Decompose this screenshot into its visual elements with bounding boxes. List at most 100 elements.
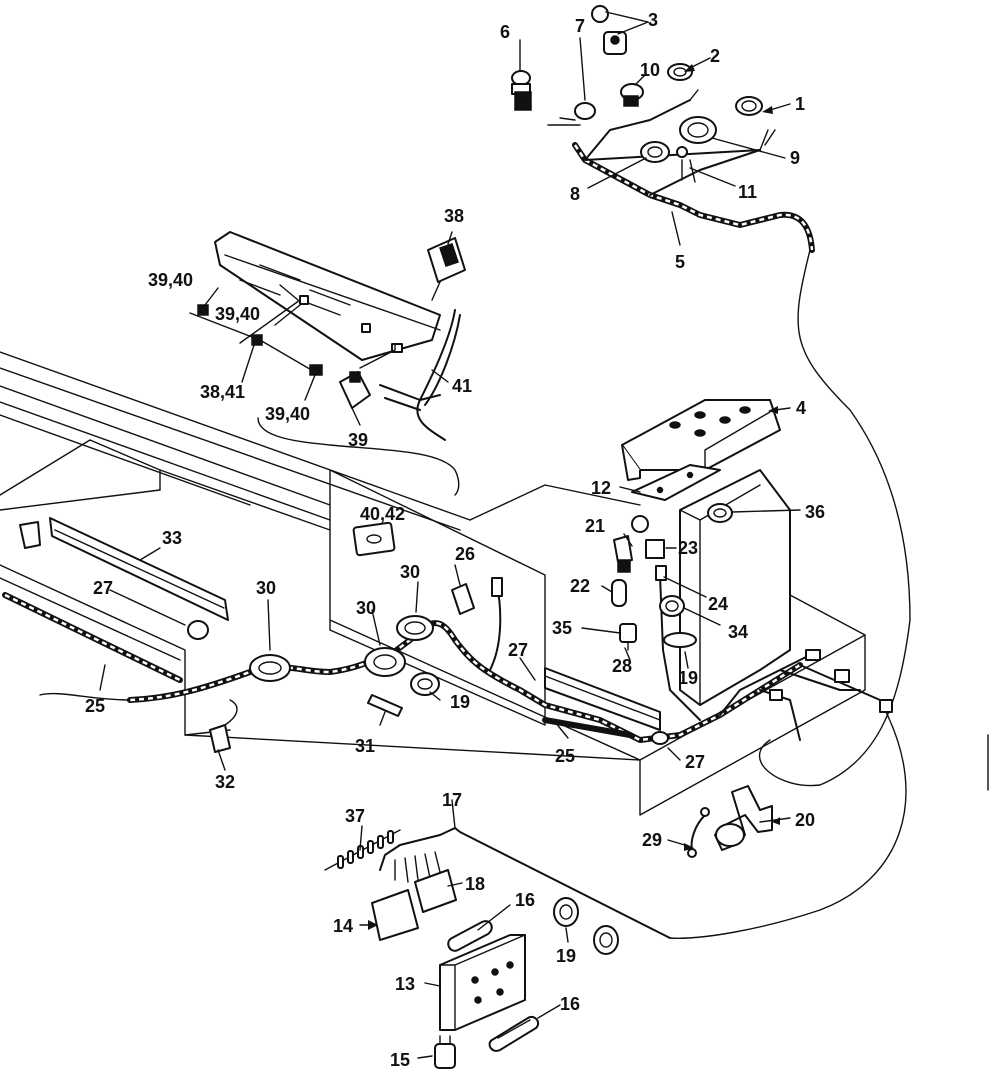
- switch-3: [591, 5, 627, 55]
- cable-29: [687, 807, 710, 858]
- labels-strip-37: [324, 829, 401, 871]
- callout-7: 7: [575, 16, 585, 36]
- callout-36: 36: [805, 502, 825, 522]
- module-14: [371, 889, 419, 941]
- grommet-19a: [410, 672, 440, 696]
- grommet-36: [707, 503, 733, 523]
- callout-24: 24: [708, 594, 728, 614]
- rear-plate: [214, 231, 441, 361]
- callout-16b: 16: [560, 994, 580, 1014]
- callout-15: 15: [390, 1050, 410, 1070]
- callout-5: 5: [675, 252, 685, 272]
- pin-31: [367, 694, 403, 717]
- callout-41: 41: [452, 376, 472, 396]
- vehicle-frame: [0, 249, 911, 939]
- gauge-8: [640, 141, 670, 163]
- button-6: [511, 70, 532, 111]
- gauge-2: [667, 63, 693, 81]
- loom-25: [2, 592, 633, 738]
- panel-bracket-4: [621, 399, 781, 481]
- callout-14: 14: [333, 916, 353, 936]
- callout-37: 37: [345, 806, 365, 826]
- connector-22: [611, 579, 627, 607]
- callout-35: 35: [552, 618, 572, 638]
- callout-34: 34: [728, 622, 748, 642]
- grommet-34: [659, 595, 685, 617]
- clip-32: [209, 699, 238, 753]
- callout-38-41: 38,41: [200, 382, 245, 402]
- callout-28: 28: [612, 656, 632, 676]
- callout-33: 33: [162, 528, 182, 548]
- callout-27c: 27: [685, 752, 705, 772]
- gauge-9: [679, 116, 717, 144]
- sleeve-16b: [488, 1016, 540, 1052]
- callout-39-40b: 39,40: [215, 304, 260, 324]
- relay-39: [339, 371, 371, 409]
- pad-40-42: [352, 521, 396, 557]
- callout-38: 38: [444, 206, 464, 226]
- callout-25a: 25: [85, 696, 105, 716]
- plug-27: [651, 731, 669, 745]
- harness-17: [379, 827, 671, 939]
- callout-30b: 30: [356, 598, 376, 618]
- callout-3: 3: [648, 10, 658, 30]
- callout-16a: 16: [515, 890, 535, 910]
- callout-2: 2: [710, 46, 720, 66]
- instrument-panel-harness: [547, 89, 815, 253]
- callout-30c: 30: [400, 562, 420, 582]
- gauge-7: [574, 102, 596, 120]
- leader-lines: [99, 11, 801, 1059]
- callout-26: 26: [455, 544, 475, 564]
- callout-20: 20: [795, 810, 815, 830]
- callout-19b: 19: [678, 668, 698, 688]
- callout-32: 32: [215, 772, 235, 792]
- clip-26: [451, 583, 475, 615]
- bracket-13: [439, 934, 526, 1031]
- callout-8: 8: [570, 184, 580, 204]
- horn-20: [714, 785, 773, 851]
- callout-39-40c: 39,40: [265, 404, 310, 424]
- sender-35: [619, 623, 637, 651]
- relay-38: [427, 237, 466, 301]
- plug-24: [655, 565, 667, 581]
- mount-plate-12: [631, 464, 721, 501]
- rail-28: [544, 667, 661, 731]
- callout-18: 18: [465, 874, 485, 894]
- gauge-10: [620, 83, 644, 107]
- callout-29: 29: [642, 830, 662, 850]
- callout-13: 13: [395, 974, 415, 994]
- gauge-1: [735, 96, 763, 116]
- callout-27b: 27: [508, 640, 528, 660]
- grommet-19b: [663, 632, 697, 648]
- callout-27a: 27: [93, 578, 113, 598]
- clamps-19: [553, 897, 619, 955]
- callout-6: 6: [500, 22, 510, 42]
- callout-40-42: 40,42: [360, 504, 405, 524]
- callout-17: 17: [442, 790, 462, 810]
- relay-23: [631, 515, 665, 559]
- trim-strip-33: [19, 517, 229, 640]
- callout-39-40a: 39,40: [148, 270, 193, 290]
- callout-11: 11: [738, 182, 757, 202]
- callout-31: 31: [355, 736, 375, 756]
- plug-near-26: [491, 577, 503, 597]
- harness-41: [189, 304, 461, 441]
- callout-12: 12: [591, 478, 611, 498]
- callout-19c: 19: [556, 946, 576, 966]
- callout-21: 21: [585, 516, 605, 536]
- callout-10: 10: [640, 60, 660, 80]
- grommets-30: [249, 615, 434, 682]
- callout-22: 22: [570, 576, 590, 596]
- callout-23: 23: [678, 538, 698, 558]
- callout-labels: 1 2 3 4 5 6 7 8 9 10 11 12 13 14 15 16 1…: [85, 10, 825, 1070]
- callout-9: 9: [790, 148, 800, 168]
- module-18: [414, 869, 457, 913]
- callout-4: 4: [796, 398, 806, 418]
- callout-30a: 30: [256, 578, 276, 598]
- capacitor-15: [434, 1035, 456, 1069]
- callout-19a: 19: [450, 692, 470, 712]
- callout-39: 39: [348, 430, 368, 450]
- clip-21: [613, 535, 633, 573]
- connector-11: [676, 146, 696, 183]
